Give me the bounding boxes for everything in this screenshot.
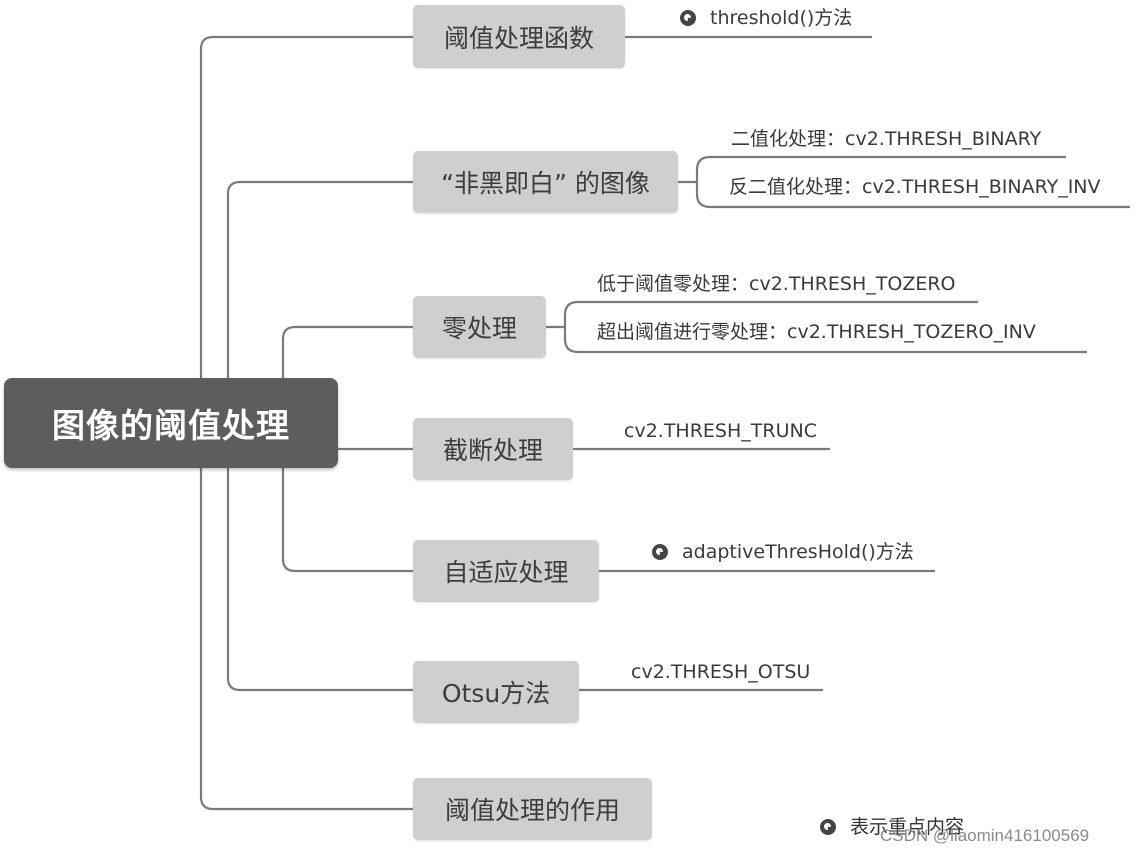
leaf-adaptive-method: adaptiveThresHold()方法	[652, 541, 914, 563]
legend: 表示重点内容	[820, 812, 964, 839]
leaf-tozero-inv: 超出阈值进行零处理：cv2.THRESH_TOZERO_INV	[597, 321, 1036, 343]
leaf-binary: 二值化处理：cv2.THRESH_BINARY	[731, 128, 1042, 150]
branch-truncate-processing: 截断处理	[413, 418, 573, 480]
branch-zero-processing: 零处理	[413, 296, 546, 358]
leaf-trunc: cv2.THRESH_TRUNC	[624, 420, 817, 442]
bracket-binary	[678, 155, 1130, 209]
branch-threshold-function: 阈值处理函数	[413, 5, 625, 68]
bracket-zero	[546, 300, 1087, 354]
key-point-icon	[680, 10, 696, 26]
key-point-icon	[820, 819, 836, 835]
branch-otsu-method: Otsu方法	[413, 661, 579, 723]
branch-threshold-purpose: 阈值处理的作用	[413, 778, 652, 840]
key-point-icon	[652, 544, 668, 560]
leaf-threshold-method: threshold()方法	[680, 7, 852, 29]
leaf-text: adaptiveThresHold()方法	[682, 541, 914, 563]
leaf-binary-inv: 反二值化处理：cv2.THRESH_BINARY_INV	[729, 176, 1101, 198]
root-node: 图像的阈值处理	[4, 378, 338, 468]
legend-text: 表示重点内容	[850, 816, 965, 838]
leaf-otsu: cv2.THRESH_OTSU	[631, 661, 811, 683]
branch-adaptive-processing: 自适应处理	[413, 540, 599, 602]
leaf-text: threshold()方法	[710, 7, 853, 29]
watermark: CSDN @liaomin416100569	[880, 826, 1090, 845]
branch-black-white-image: “非黑即白” 的图像	[413, 151, 678, 213]
leaf-tozero: 低于阈值零处理：cv2.THRESH_TOZERO	[597, 273, 956, 295]
